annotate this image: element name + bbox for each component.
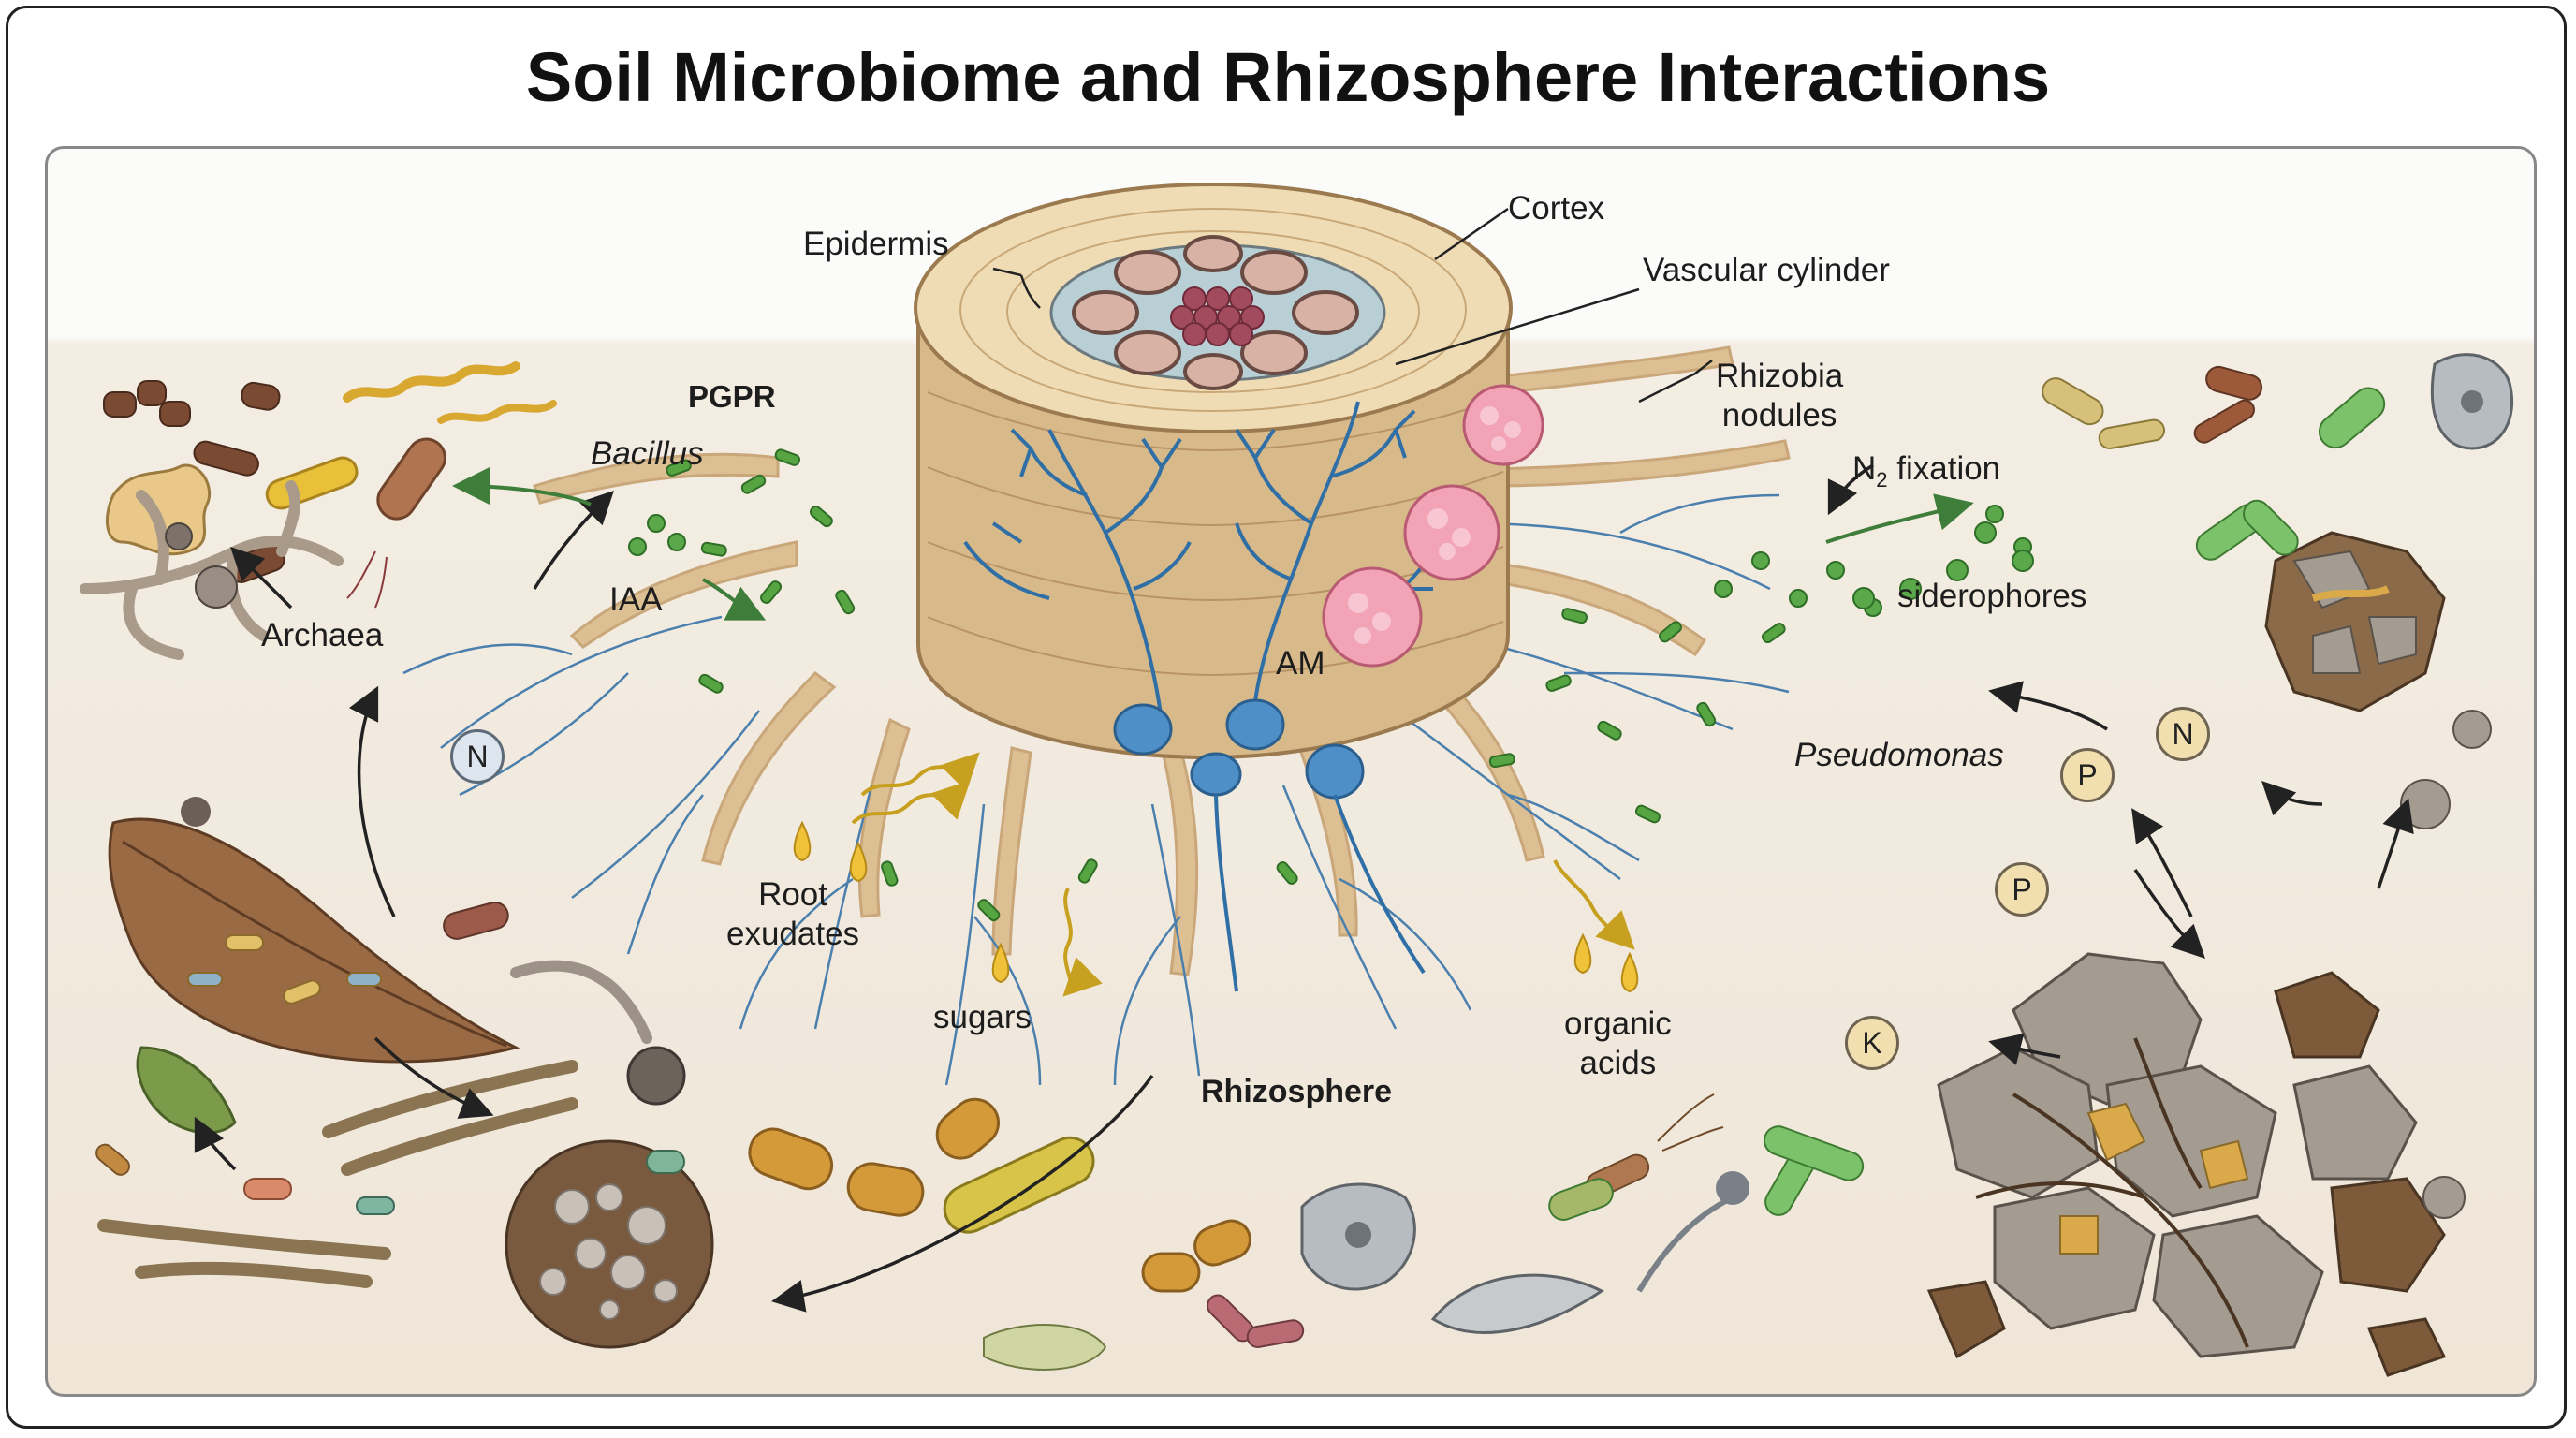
- bottom-microbes: [748, 1093, 1865, 1371]
- siderophores-label: siderophores: [1897, 578, 2087, 614]
- cortex-label: Cortex: [1508, 190, 1605, 227]
- iaa-label: IAA: [609, 581, 663, 618]
- archaea-label: Archaea: [261, 617, 384, 653]
- am-vesicles: [1113, 698, 1365, 800]
- exudate-arrows: [851, 752, 1635, 997]
- soil-aggregate-left: [505, 1139, 714, 1349]
- potassium-marker: K: [1845, 1016, 1899, 1070]
- arbuscular-mycorrhiza: [963, 401, 1435, 721]
- interaction-arrows: [194, 463, 2414, 1313]
- rhizobia-nodules-cluster: [1322, 384, 1544, 668]
- nitrogen-marker-right: N: [2156, 707, 2210, 761]
- page-title: Soil Microbiome and Rhizosphere Interact…: [525, 38, 2051, 116]
- label-leaders: [992, 207, 1713, 404]
- soil-aggregates-right: [1926, 531, 2492, 1377]
- lateral-roots: [533, 345, 1791, 976]
- right-microbes: [2042, 353, 2514, 561]
- epidermis-label: Epidermis: [803, 226, 949, 262]
- vascular-cylinder-label: Vascular cylinder: [1643, 252, 1890, 288]
- rhizosphere-label: Rhizosphere: [1201, 1074, 1393, 1109]
- rhizobia-nodules-label: Rhizobia nodules: [1716, 358, 1844, 433]
- sugars-label: sugars: [933, 999, 1032, 1035]
- rhizosphere-bacteria: [666, 448, 1786, 922]
- pgpr-label: PGPR: [688, 379, 776, 414]
- exudate-drops: [793, 820, 1639, 993]
- phosphorus-marker-upper: P: [2060, 748, 2115, 802]
- nitrogen-marker-left: N: [450, 729, 505, 784]
- n2-fixation-subscript: 2: [1876, 468, 1888, 492]
- organic-acids-label: organic acids: [1564, 1005, 1672, 1081]
- root-exudates-label: Root exudates: [726, 876, 860, 952]
- n2-fixation-label: N2 fixation: [1852, 450, 2000, 492]
- n2-fixation-text: fixation: [1887, 450, 2001, 487]
- n2-fixation-n: N: [1852, 450, 1877, 487]
- diagram-panel: Epidermis Cortex Vascular cylinder Rhizo…: [45, 146, 2537, 1397]
- phosphorus-marker-lower: P: [1995, 862, 2049, 917]
- outer-frame: [6, 6, 2567, 1429]
- diagram-illustration: [80, 183, 2514, 1377]
- am-label: AM: [1276, 645, 1325, 682]
- bacillus-label: Bacillus: [591, 435, 704, 472]
- pseudomonas-label: Pseudomonas: [1794, 737, 2004, 773]
